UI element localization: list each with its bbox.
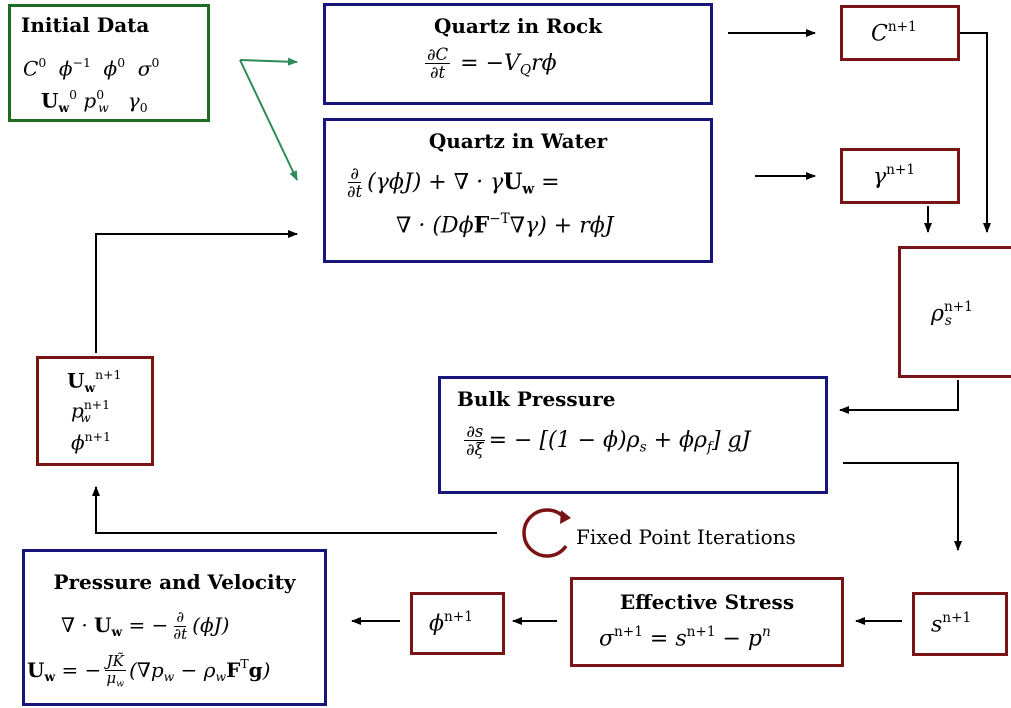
pressure-velocity-line1: ∇ · Uw = −∂∂t(ϕJ) <box>61 608 230 643</box>
effective-stress-equation: σn+1 = sn+1 − pn <box>599 624 771 652</box>
bulk-pressure-equation: ∂s∂ξ= − [(1 − ϕ)ρs + ϕρf] gJ <box>464 422 751 460</box>
arrow-initial-to-water <box>239 59 298 181</box>
quartz-in-rock-box: Quartz in Rock ∂C∂t = −VQrϕ <box>323 3 713 105</box>
arrow-c-to-rho <box>960 32 991 233</box>
quartz-in-rock-title: Quartz in Rock <box>433 14 603 38</box>
quartz-in-water-line2: ∇ · (DϕF−T∇γ) + rϕJ <box>396 211 614 239</box>
state-uw: Uwn+1 <box>67 367 122 395</box>
quartz-in-water-line1: ∂∂t(γϕJ) + ∇ · γUw = <box>347 164 560 202</box>
phi-next-box: ϕn+1 <box>410 592 505 655</box>
arrow-state-to-water <box>95 230 298 353</box>
quartz-in-water-box: Quartz in Water ∂∂t(γϕJ) + ∇ · γUw = ∇ ·… <box>323 118 713 263</box>
pressure-velocity-line2: Uw = −JK̃μw(∇pw − ρwFTg) <box>27 652 271 689</box>
quartz-in-water-title: Quartz in Water <box>428 129 608 153</box>
initial-data-line2: Uw0 p0w γ0 <box>41 87 148 115</box>
iteration-cycle-arrowhead <box>560 510 571 524</box>
arrow-iteration-to-state <box>92 486 497 534</box>
state-box: Uwn+1 pn+1w ϕn+1 <box>36 356 154 466</box>
gamma-next-box: γn+1 <box>840 148 960 204</box>
arrow-initial-to-rock <box>239 57 298 66</box>
s-next-box: sn+1 <box>912 592 1008 656</box>
bulk-pressure-box: Bulk Pressure ∂s∂ξ= − [(1 − ϕ)ρs + ϕρf] … <box>438 376 828 494</box>
pressure-velocity-box: Pressure and Velocity ∇ · Uw = −∂∂t(ϕJ) … <box>22 549 327 706</box>
initial-data-title: Initial Data <box>21 13 150 37</box>
rho-next-box: ρn+1s <box>898 246 1011 378</box>
state-phi: ϕn+1 <box>71 429 111 455</box>
phi-next-label: ϕn+1 <box>429 609 473 637</box>
c-next-box: Cn+1 <box>840 5 960 61</box>
fixed-point-label: Fixed Point Iterations <box>576 525 796 549</box>
iteration-cycle-icon <box>522 508 568 558</box>
pressure-velocity-title: Pressure and Velocity <box>53 570 296 594</box>
c-next-label: Cn+1 <box>871 19 917 47</box>
effective-stress-title: Effective Stress <box>619 590 795 614</box>
state-pw: pn+1w <box>71 397 111 425</box>
rho-next-label: ρn+1s <box>931 299 973 330</box>
gamma-next-label: γn+1 <box>873 162 916 190</box>
s-next-label: sn+1 <box>931 610 972 638</box>
initial-data-box: Initial Data C0 ϕ−1 ϕ0 σ0 Uw0 p0w γ0 <box>8 4 210 122</box>
initial-data-line1: C0 ϕ−1 ϕ0 σ0 <box>23 55 160 81</box>
arrow-bulk-to-s <box>843 462 962 551</box>
arrow-rho-to-bulk <box>839 380 959 414</box>
quartz-in-rock-equation: ∂C∂t = −VQrϕ <box>425 45 557 83</box>
effective-stress-box: Effective Stress σn+1 = sn+1 − pn <box>570 577 844 667</box>
bulk-pressure-title: Bulk Pressure <box>457 387 616 411</box>
